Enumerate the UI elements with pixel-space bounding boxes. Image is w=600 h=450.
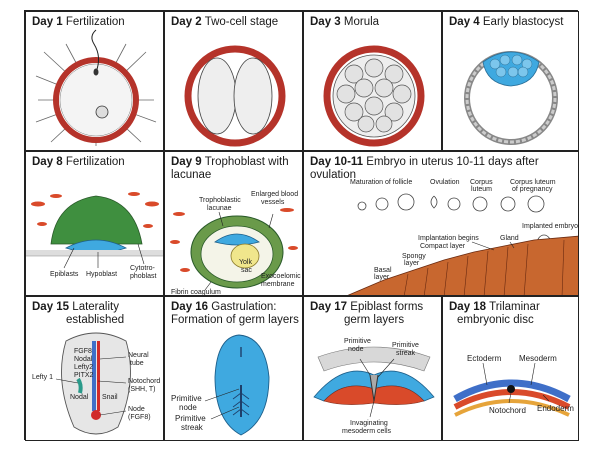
label-ectoderm: Ectoderm <box>467 354 502 363</box>
label-compact: Compact layer <box>420 243 466 250</box>
label-neural-1: Neural <box>128 352 149 359</box>
label-hypoblast: Hypoblast <box>86 271 117 278</box>
label-nodal: Nodal <box>74 356 93 363</box>
panel-day-3: Day 3 Morula <box>303 11 442 151</box>
label-pitx2: PITX2 <box>74 372 94 379</box>
label-primitive-node-2: node <box>179 403 197 412</box>
fertilization-illustration <box>26 12 164 151</box>
label-nodal-2: Nodal <box>70 394 89 401</box>
label-primitive-node-1: Primitive <box>171 394 202 403</box>
panel-title: Day 3 Morula <box>310 16 379 29</box>
panel-title: Day 8 Fertilization <box>32 156 125 169</box>
panel-title: Day 1 Fertilization <box>32 16 125 29</box>
label-spongy-1: Spongy <box>402 253 426 260</box>
label-gland: Gland <box>500 235 519 242</box>
label-primitive-streak-1: Primitive <box>392 342 419 349</box>
morula-illustration <box>304 12 442 151</box>
label-implanted: Implanted embryo <box>522 223 578 230</box>
label-endoderm: Endoderm <box>537 404 574 413</box>
label-fibrin: Fibrin coagulum <box>171 289 221 296</box>
label-enlarged-2: vessels <box>261 199 285 206</box>
label-neural-2: tube <box>130 360 144 367</box>
panel-title: Day 4 Early blastocyst <box>449 16 563 29</box>
panel-day-8: Day 8 Fertilization Epiblasts Hypoblast … <box>25 151 164 296</box>
label-primitive-node-2: node <box>348 346 364 353</box>
label-primitive-streak-2: streak <box>181 423 204 432</box>
panel-day-4: Day 4 Early blastocyst <box>442 11 579 151</box>
label-yolk-2: sac <box>241 267 252 274</box>
embryo-development-grid: Day 1 Fertilization Day 2 Two-cell stage <box>24 10 578 440</box>
two-cell-illustration <box>165 12 303 151</box>
label-primitive-streak-2: streak <box>396 350 416 357</box>
label-corpus-2: luteum <box>471 186 492 193</box>
blastocyst-illustration <box>443 12 579 151</box>
label-implantation-begins: Implantation begins <box>418 235 479 242</box>
label-trophoblastic-2: lacunae <box>207 205 232 212</box>
label-notochord-2: (SHH, T) <box>128 386 155 393</box>
panel-day-10-11: Day 10-11 Embryo in uterus 10-11 days af… <box>303 151 579 296</box>
label-yolk-1: Yolk <box>239 259 252 266</box>
label-node-1: Node <box>128 406 145 413</box>
label-basal-2: layer <box>374 274 390 281</box>
label-invaginating-2: mesoderm cells <box>342 428 392 435</box>
label-exocoelomic-2: membrane <box>261 281 295 288</box>
day8-illustration: Epiblasts Hypoblast Cytotro- phoblast <box>26 152 164 296</box>
panel-title: Day 10-11 Embryo in uterus 10-11 days af… <box>310 156 578 182</box>
label-invaginating-1: Invaginating <box>350 420 388 427</box>
label-epiblasts: Epiblasts <box>50 271 79 278</box>
label-notochord-1: Notochord <box>128 378 160 385</box>
label-lefty2: Lefty2 <box>74 364 93 371</box>
label-mesoderm: Mesoderm <box>519 354 557 363</box>
label-cytotrophoblast-2: phoblast <box>130 273 157 280</box>
panel-title: Day 2 Two-cell stage <box>171 16 278 29</box>
label-snail: Snail <box>102 394 118 401</box>
panel-title: Day 16 Gastrulation:Formation of germ la… <box>171 301 299 327</box>
label-primitive-node-1: Primitive <box>344 338 371 345</box>
label-corpus-preg-2: of pregnancy <box>512 186 553 193</box>
label-spongy-2: layer <box>404 260 420 267</box>
label-node-2: (FGF8) <box>128 414 151 421</box>
label-primitive-streak-1: Primitive <box>175 414 206 423</box>
label-trophoblastic-1: Trophoblastic <box>199 197 241 204</box>
panel-day-1: Day 1 Fertilization <box>25 11 164 151</box>
label-lefty1: Lefty 1 <box>32 374 53 381</box>
label-cytotrophoblast-1: Cytotro- <box>130 265 156 272</box>
label-enlarged-1: Enlarged blood <box>251 191 298 198</box>
label-fgf8: FGF8 <box>74 348 92 355</box>
label-basal-1: Basal <box>374 267 392 274</box>
label-exocoelomic-1: Exocoelomic <box>261 273 301 280</box>
panel-day-16: Day 16 Gastrulation:Formation of germ la… <box>164 296 303 441</box>
panel-day-2: Day 2 Two-cell stage <box>164 11 303 151</box>
label-notochord: Notochord <box>489 406 526 415</box>
